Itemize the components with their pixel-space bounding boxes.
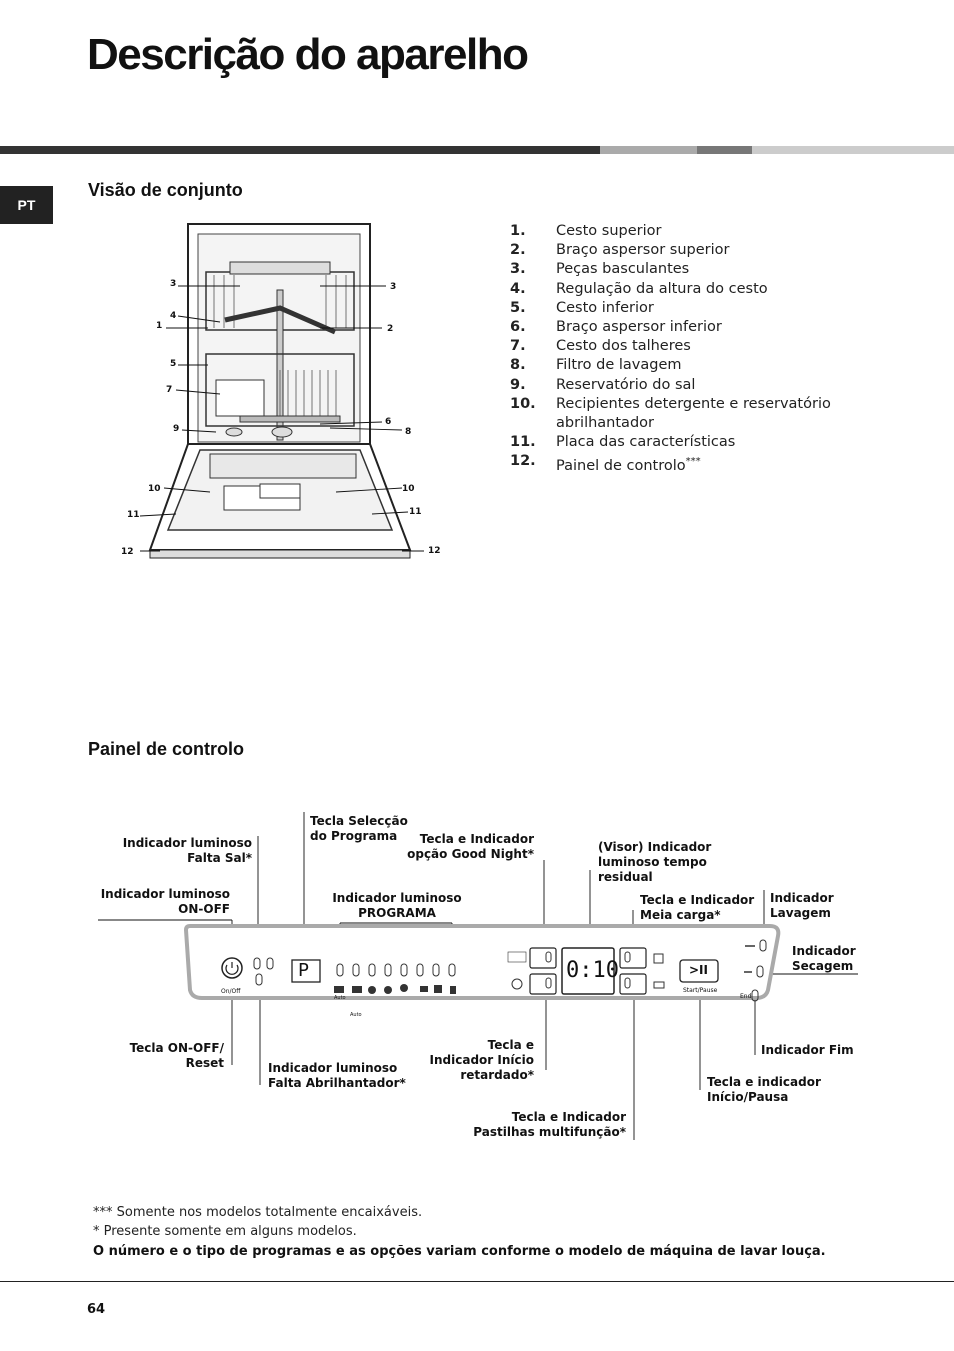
list-item: 3.Peças basculantes [510,261,690,278]
footnote-1: *** Somente nos modelos totalmente encai… [93,1205,423,1220]
time-display: 0:10 [566,958,619,983]
list-item: 12.Painel de controlo*** [510,453,701,475]
header-bar-accent [697,146,752,154]
list-item: 11.Placa das características [510,434,736,451]
footer-rule [0,1281,954,1282]
callout-10-left: 10 [148,484,161,494]
on-off-button[interactable]: On/Off [221,988,241,995]
auto-text-2: Auto [350,1012,362,1018]
list-item: 1.Cesto superior [510,223,662,239]
list-item: 6.Braço aspersor inferior [510,319,722,336]
list-item: 5.Cesto inferior [510,299,654,316]
callout-lines [139,285,424,552]
callout-11-left: 11 [127,510,140,520]
callout-3-right: 3 [390,282,397,292]
header-bar-mid [600,146,697,154]
callout-12-left: 12 [121,547,134,557]
start-pause-button[interactable]: >II [689,963,708,977]
callout-11-right: 11 [409,507,422,517]
label-end: Indicador Fim [761,1043,854,1057]
auto-text: Auto [334,995,346,1001]
list-item: 9.Reservatório do sal [510,376,696,393]
footnote-3: O número e o tipo de programas e as opçõ… [93,1244,826,1259]
callout-9: 9 [173,424,180,434]
callout-10-right: 10 [402,484,415,494]
callout-12-right: 12 [428,546,441,556]
list-item: 4.Regulação da altura do cesto [510,280,768,297]
list-item: 10.Recipientes detergente e reservatório… [510,395,831,432]
callout-6: 6 [385,417,392,427]
list-item: 8.Filtro de lavagem [510,357,682,374]
language-tab: PT [0,186,53,224]
callout-8: 8 [405,427,412,437]
header-bar-dark [0,146,600,154]
callout-3-left: 3 [170,279,177,289]
page-number: 64 [87,1302,106,1317]
page-title: Descrição do aparelho [87,30,529,79]
footnote-2: * Presente somente em alguns modelos. [93,1224,357,1239]
callout-7: 7 [166,385,173,395]
dishwasher-illustration [148,223,412,559]
parts-list: 1.Cesto superior 2.Braço aspersor superi… [510,222,840,476]
panel-heading: Painel de controlo [88,739,245,759]
control-panel-drawing [98,812,858,1140]
callout-2: 2 [387,324,394,334]
program-key[interactable]: P [298,960,309,981]
callout-4: 4 [170,311,177,321]
triple-star-mark: *** [685,456,701,468]
label-onoff-key: Tecla ON-OFF/Reset [129,1041,224,1070]
header-bar-light [752,146,954,154]
overview-heading: Visão de conjunto [88,180,243,200]
list-item: 2.Braço aspersor superior [510,242,730,259]
callout-1: 1 [156,321,163,331]
callout-5: 5 [170,359,177,369]
start-pause-text: Start/Pause [683,987,718,994]
end-text: End [740,993,752,1000]
list-item: 7.Cesto dos talheres [510,338,691,355]
